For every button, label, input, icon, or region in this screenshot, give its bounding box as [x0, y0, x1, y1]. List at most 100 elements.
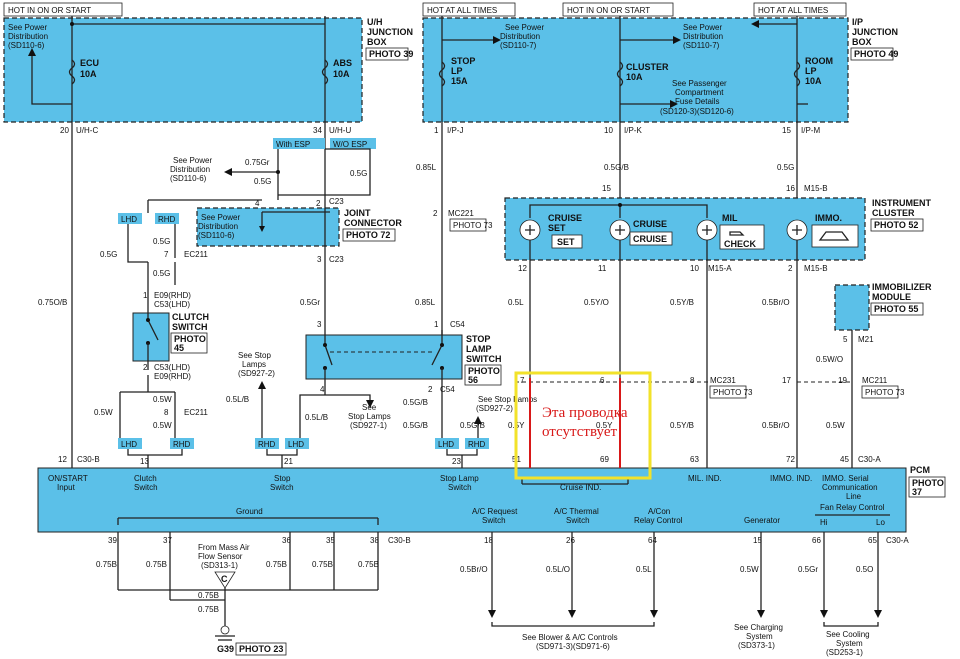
svg-text:LP: LP	[451, 66, 463, 76]
svg-text:0.75O/B: 0.75O/B	[38, 298, 67, 307]
svg-text:(SD927-2): (SD927-2)	[238, 369, 275, 378]
shield-c-icon	[214, 571, 236, 589]
svg-text:M15-A: M15-A	[708, 264, 732, 273]
annotation-line-2: отсутствует	[542, 424, 617, 440]
svg-text:0.5Br/O: 0.5Br/O	[762, 298, 790, 307]
ac-section: 18 26 64 15 66 65 C30-A 0.5Br/O 0.5L/O 0…	[460, 532, 909, 657]
svg-text:BOX: BOX	[852, 37, 872, 47]
svg-text:Switch: Switch	[270, 483, 294, 492]
svg-text:C53(LHD): C53(LHD)	[154, 300, 190, 309]
svg-text:66: 66	[812, 536, 821, 545]
svg-text:M15-B: M15-B	[804, 184, 828, 193]
hot-label-run-start-2: HOT IN ON OR START	[567, 6, 650, 15]
svg-text:LHD: LHD	[288, 440, 304, 449]
svg-text:Relay Control: Relay Control	[634, 516, 683, 525]
svg-text:Lo: Lo	[876, 518, 885, 527]
svg-text:0.5W: 0.5W	[153, 395, 172, 404]
svg-text:45: 45	[174, 343, 184, 353]
svg-text:STOP: STOP	[451, 56, 475, 66]
svg-text:I/P-K: I/P-K	[624, 126, 642, 135]
svg-text:INSTRUMENT: INSTRUMENT	[872, 198, 931, 208]
svg-text:IMMO. IND.: IMMO. IND.	[770, 474, 812, 483]
svg-text:STOP: STOP	[466, 334, 490, 344]
svg-text:EC211: EC211	[184, 250, 208, 259]
svg-text:10A: 10A	[626, 72, 643, 82]
annotation-line-1: Эта проводка	[542, 405, 628, 421]
svg-text:Stop: Stop	[274, 474, 291, 483]
svg-text:0.5W: 0.5W	[94, 408, 113, 417]
svg-text:System: System	[836, 639, 863, 648]
svg-text:Generator: Generator	[744, 516, 780, 525]
hot-label-all-times-1: HOT AT ALL TIMES	[427, 6, 497, 15]
svg-text:0.5G/B: 0.5G/B	[403, 421, 428, 430]
svg-text:34: 34	[313, 126, 322, 135]
svg-text:Distribution: Distribution	[500, 32, 540, 41]
svg-text:ROOM: ROOM	[805, 56, 833, 66]
svg-text:EC211: EC211	[184, 408, 208, 417]
svg-text:0.75B: 0.75B	[266, 560, 287, 569]
svg-text:69: 69	[600, 455, 609, 464]
svg-text:0.5W: 0.5W	[826, 421, 845, 430]
svg-text:0.5G/B: 0.5G/B	[604, 163, 629, 172]
svg-text:13: 13	[140, 457, 149, 466]
svg-text:72: 72	[786, 455, 795, 464]
svg-text:CRUISE: CRUISE	[548, 213, 582, 223]
svg-text:Distribution: Distribution	[198, 222, 238, 231]
svg-text:PHOTO 73: PHOTO 73	[713, 388, 753, 397]
svg-text:Stop Lamps: Stop Lamps	[348, 412, 391, 421]
svg-text:SET: SET	[548, 223, 566, 233]
clutch-section: LHD RHD 0.5G 0.5G 7 EC211 0.5G 1 E09(RHD…	[38, 199, 262, 468]
svg-text:Flow Sensor: Flow Sensor	[198, 552, 243, 561]
svg-text:JOINT: JOINT	[344, 208, 371, 218]
esp-section: With ESP W/O ESP See Power Distribution …	[170, 138, 402, 330]
svg-text:BOX: BOX	[367, 37, 387, 47]
ground-icon	[220, 625, 230, 635]
svg-text:MC221: MC221	[448, 209, 474, 218]
svg-text:3: 3	[317, 320, 322, 329]
svg-text:0.5O: 0.5O	[856, 565, 873, 574]
svg-text:CONNECTOR: CONNECTOR	[344, 218, 402, 228]
svg-text:(SD110-6): (SD110-6)	[170, 174, 207, 183]
svg-text:0.5W/O: 0.5W/O	[816, 355, 843, 364]
clutch-switch-box	[132, 312, 170, 362]
svg-text:4: 4	[255, 199, 260, 208]
svg-text:E09(RHD): E09(RHD)	[154, 372, 191, 381]
svg-text:0.5L: 0.5L	[636, 565, 652, 574]
svg-text:Input: Input	[57, 483, 76, 492]
svg-text:0.5Gr: 0.5Gr	[798, 565, 818, 574]
svg-text:C23: C23	[329, 255, 344, 264]
svg-text:Lamps: Lamps	[242, 360, 266, 369]
svg-text:17: 17	[782, 376, 791, 385]
svg-text:ABS: ABS	[333, 58, 352, 68]
svg-text:0.5W: 0.5W	[153, 421, 172, 430]
svg-text:PHOTO 73: PHOTO 73	[453, 221, 493, 230]
svg-text:See Power: See Power	[201, 213, 240, 222]
svg-text:See Power: See Power	[683, 23, 722, 32]
svg-text:20: 20	[60, 126, 69, 135]
svg-text:37: 37	[163, 536, 172, 545]
svg-text:See Power: See Power	[505, 23, 544, 32]
svg-text:0.5Y/O: 0.5Y/O	[584, 298, 609, 307]
svg-text:0.5W: 0.5W	[740, 565, 759, 574]
svg-text:1: 1	[434, 320, 439, 329]
svg-text:C: C	[221, 574, 228, 584]
svg-text:Fan Relay Control: Fan Relay Control	[820, 503, 885, 512]
svg-text:35: 35	[326, 536, 335, 545]
svg-text:G39: G39	[217, 644, 234, 654]
svg-text:Line: Line	[846, 492, 862, 501]
svg-text:0.5G/B: 0.5G/B	[460, 421, 485, 430]
svg-text:RHD: RHD	[173, 440, 191, 449]
svg-text:10: 10	[690, 264, 699, 273]
svg-text:PHOTO 23: PHOTO 23	[239, 644, 283, 654]
svg-text:0.5Y: 0.5Y	[596, 421, 613, 430]
ground-section: 39 37 36 35 38 C30-B From Mass Air Flow …	[96, 532, 411, 656]
svg-text:8: 8	[164, 408, 169, 417]
svg-text:0.5L/B: 0.5L/B	[226, 395, 249, 404]
svg-text:0.5G: 0.5G	[350, 169, 367, 178]
svg-text:See Charging: See Charging	[734, 623, 783, 632]
ecu-fuse-icon	[68, 59, 76, 85]
svg-text:Hi: Hi	[820, 518, 828, 527]
svg-text:45: 45	[840, 455, 849, 464]
svg-text:LHD: LHD	[121, 440, 137, 449]
